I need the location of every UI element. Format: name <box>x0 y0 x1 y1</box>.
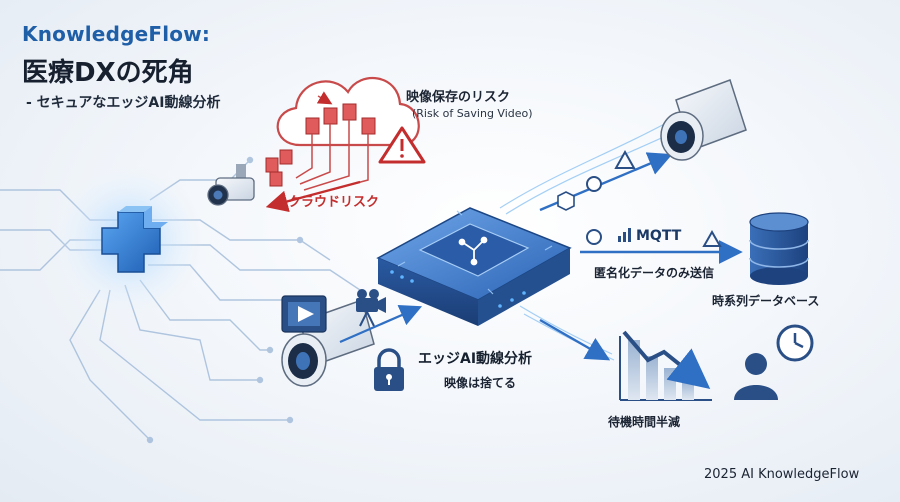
video-storage-risk-label: 映像保存のリスク <box>406 90 511 105</box>
security-camera-icon <box>207 164 255 206</box>
footer-credit: 2025 AI KnowledgeFlow <box>704 467 860 482</box>
cloud-risk-arrow <box>265 180 361 213</box>
clock-icon <box>776 324 814 362</box>
chart-down-icon <box>619 330 712 401</box>
discard-video-label: 映像は捨てる <box>444 376 517 390</box>
edge-upload-arrow <box>339 304 423 344</box>
anonymized-data-label: 匿名化データのみ送信 <box>594 266 715 280</box>
padlock-icon <box>374 348 404 391</box>
wifi-signal-icon <box>618 228 631 242</box>
database-icon <box>749 212 809 285</box>
warning-icon <box>378 126 426 164</box>
brand-name: KnowledgeFlow: <box>22 22 211 46</box>
page-subtitle: - セキュアなエッジAI動線分析 <box>26 95 221 111</box>
time-series-db-label: 時系列データベース <box>712 294 820 308</box>
video-play-icon <box>281 295 327 333</box>
page-title: 医療DXの死角 <box>22 58 194 88</box>
edge-ai-label: エッジAI動線分析 <box>418 351 533 367</box>
triangle-icon <box>614 149 722 247</box>
security-camera-icon <box>660 79 747 161</box>
output-arrow-chart <box>539 318 611 361</box>
mqtt-label: MQTT <box>636 228 682 244</box>
video-storage-risk-sublabel: (Risk of Saving Video) <box>412 107 533 120</box>
person-icon <box>734 353 778 400</box>
cube-icon <box>557 191 575 211</box>
movie-camera-icon <box>356 289 386 327</box>
edge-ai-chip-icon <box>376 207 572 326</box>
medical-cross-icon <box>55 165 205 315</box>
wait-time-label: 待機時間半減 <box>608 415 681 429</box>
document-icon <box>265 103 376 187</box>
circle-icon <box>586 176 602 245</box>
cloud-risk-label: クラウドリスク <box>288 195 380 210</box>
